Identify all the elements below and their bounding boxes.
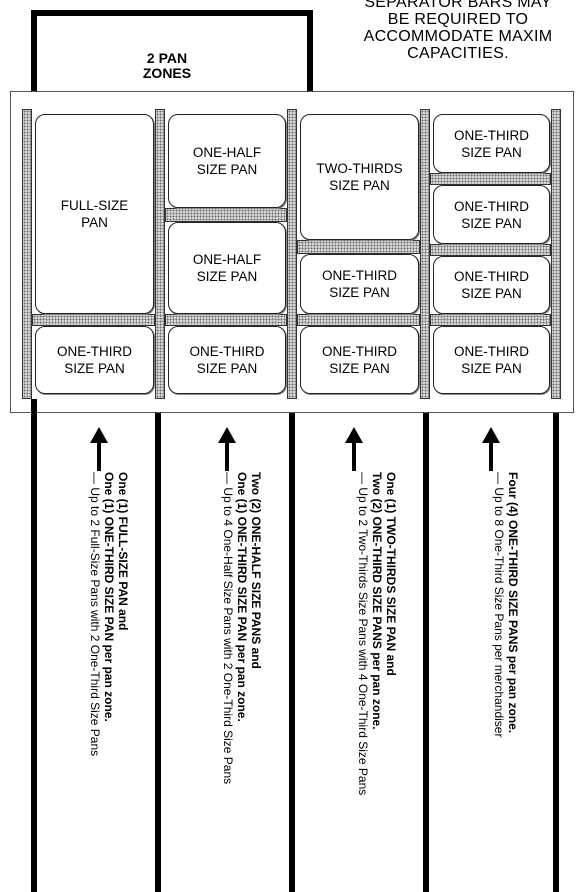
desc-capacity-line: — Up to 2 Two-Thirds Size Pans with 4 On… [356, 472, 370, 796]
column-line [155, 413, 161, 892]
one-third-size-pan: ONE-THIRD SIZE PAN [433, 256, 550, 314]
desc-bold-line: One (1) ONE-THIRD SIZE PAN per pan zone. [235, 472, 249, 722]
desc-bold-line: Four (4) ONE-THIRD SIZE PANS per pan zon… [506, 472, 520, 734]
arrow-up-icon [482, 427, 500, 471]
column-line [423, 413, 429, 892]
divider-bar-2 [287, 109, 297, 399]
one-third-size-pan: ONE-THIRD SIZE PAN [433, 114, 550, 173]
pan-zones-label: 2 PAN ZONES [142, 50, 192, 81]
pan-zones-bracket [31, 10, 313, 126]
full-size-pan: FULL-SIZE PAN [35, 114, 154, 314]
one-third-size-pan: ONE-THIRD SIZE PAN [168, 326, 286, 394]
one-third-size-pan: ONE-THIRD SIZE PAN [433, 185, 550, 244]
separator-bar [165, 314, 287, 326]
column-1-description: One (1) FULL-SIZE PAN and One (1) ONE-TH… [88, 472, 190, 772]
separator-bar [297, 240, 420, 254]
one-third-size-pan: ONE-THIRD SIZE PAN [300, 326, 419, 394]
one-third-size-pan: ONE-THIRD SIZE PAN [300, 254, 419, 314]
one-half-size-pan: ONE-HALF SIZE PAN [168, 114, 286, 208]
arrow-up-icon [90, 427, 108, 471]
desc-bold-line: Two (2) ONE-HALF SIZE PANS and [249, 472, 263, 669]
desc-capacity-line: — Up to 8 One-Third Size Pans per mercha… [492, 472, 506, 738]
divider-bar-left [22, 109, 32, 399]
column-3-description: One (1) TWO-THIRDS SIZE PAN and Two (2) … [356, 472, 458, 795]
column-4-description: Four (4) ONE-THIRD SIZE PANS per pan zon… [492, 472, 576, 772]
arrow-up-icon [345, 427, 363, 471]
two-thirds-size-pan: TWO-THIRDS SIZE PAN [300, 114, 419, 240]
desc-capacity-line: — Up to 4 One-Half Size Pans with 2 One-… [221, 472, 235, 785]
separator-bar [430, 314, 551, 326]
desc-bold-line: One (1) TWO-THIRDS SIZE PAN and [384, 472, 398, 676]
desc-bold-line: One (1) FULL-SIZE PAN and [116, 472, 130, 631]
separator-bar [165, 208, 287, 222]
one-third-size-pan: ONE-THIRD SIZE PAN [433, 326, 550, 394]
column-line [553, 413, 559, 892]
separator-bar [430, 244, 551, 256]
desc-bold-line: Two (2) ONE-THIRD SIZE PANS per pan zone… [370, 472, 384, 730]
separator-bar [430, 173, 551, 185]
one-third-size-pan: ONE-THIRD SIZE PAN [35, 326, 154, 394]
divider-bar-1 [155, 109, 165, 399]
separator-bar [297, 314, 420, 326]
divider-bar-right [551, 109, 561, 399]
desc-capacity-line: — Up to 2 Full-Size Pans with 2 One-Thir… [88, 472, 102, 757]
column-2-description: Two (2) ONE-HALF SIZE PANS and One (1) O… [221, 472, 323, 784]
one-half-size-pan: ONE-HALF SIZE PAN [168, 222, 286, 314]
separator-bar [32, 314, 155, 326]
desc-bold-line: One (1) ONE-THIRD SIZE PAN per pan zone. [102, 472, 116, 722]
column-line [31, 399, 37, 892]
arrow-up-icon [218, 427, 236, 471]
divider-bar-3 [420, 109, 430, 399]
separator-bars-note: SEPARATOR BARS MAY BE REQUIRED TO ACCOMM… [363, 0, 553, 62]
column-line [289, 413, 295, 892]
